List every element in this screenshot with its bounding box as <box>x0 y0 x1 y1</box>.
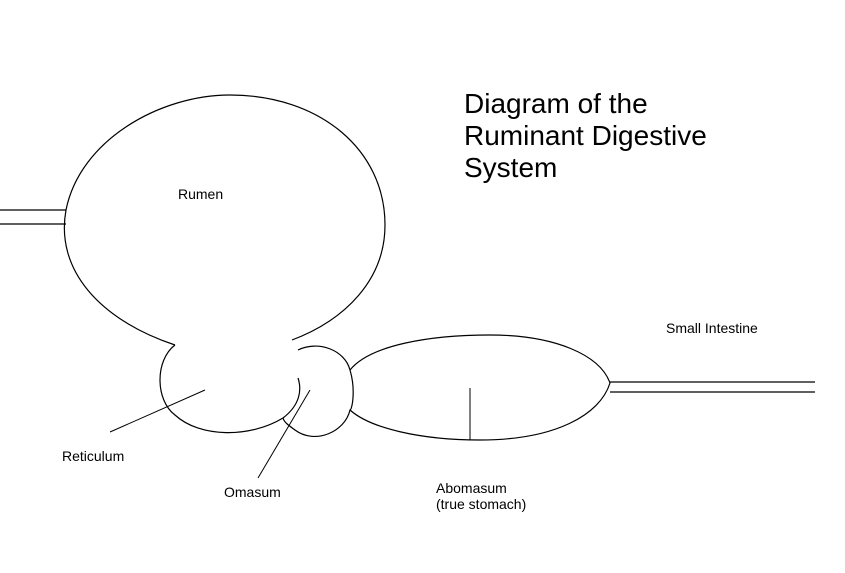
abomasum-label-line-2: (true stomach) <box>436 496 527 512</box>
omasum-pointer-line <box>257 389 311 479</box>
small-intestine-label: Small Intestine <box>666 320 758 336</box>
reticulum-pointer-line <box>109 389 206 433</box>
abomasum-outline <box>349 334 611 441</box>
reticulum-label: Reticulum <box>62 448 125 464</box>
diagram-title: Diagram of the Ruminant Digestive System <box>464 88 707 184</box>
rumen-label: Rumen <box>178 186 224 202</box>
reticulum-outline <box>159 344 301 434</box>
title-line-3: System <box>464 152 558 183</box>
abomasum-label: Abomasum (true stomach) <box>436 480 526 512</box>
rumen-outline <box>63 94 386 346</box>
title-line-2: Ruminant Digestive <box>464 120 707 151</box>
abomasum-label-line-1: Abomasum <box>436 480 507 496</box>
title-line-1: Diagram of the <box>464 88 648 119</box>
omasum-outline <box>282 345 354 437</box>
small-intestine-tube <box>610 381 815 393</box>
omasum-label: Omasum <box>224 484 281 500</box>
esophagus-tube <box>0 209 66 225</box>
